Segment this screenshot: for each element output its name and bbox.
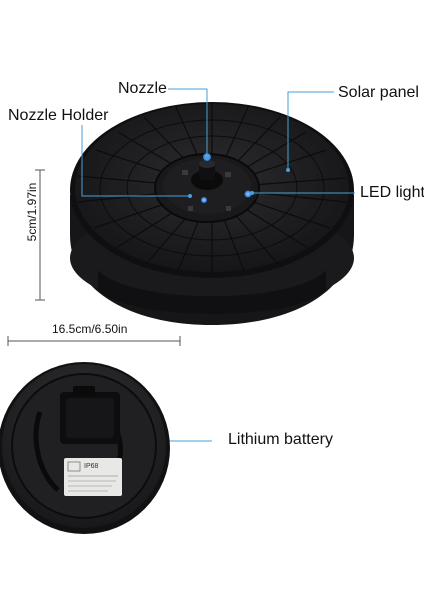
fountain-body <box>70 102 354 325</box>
bottom-view <box>0 362 170 534</box>
led-dot <box>244 190 252 198</box>
label-nozzle-holder: Nozzle Holder <box>8 107 109 124</box>
dimension-diameter: 16.5cm/6.50in <box>52 322 128 336</box>
label-solar-panel: Solar panel <box>338 84 419 101</box>
label-led-light: LED light <box>360 184 424 201</box>
label-lithium-battery: Lithium battery <box>228 431 333 448</box>
nozzle <box>199 160 215 168</box>
dimension-height: 5cm/1.97in <box>25 182 39 242</box>
dimension-lines <box>7 169 181 346</box>
callout-dots <box>188 156 290 198</box>
label-nozzle: Nozzle <box>118 80 167 97</box>
led-dot <box>201 197 207 203</box>
battery-label <box>64 458 122 496</box>
battery-ip-rating: IP68 <box>84 463 99 470</box>
